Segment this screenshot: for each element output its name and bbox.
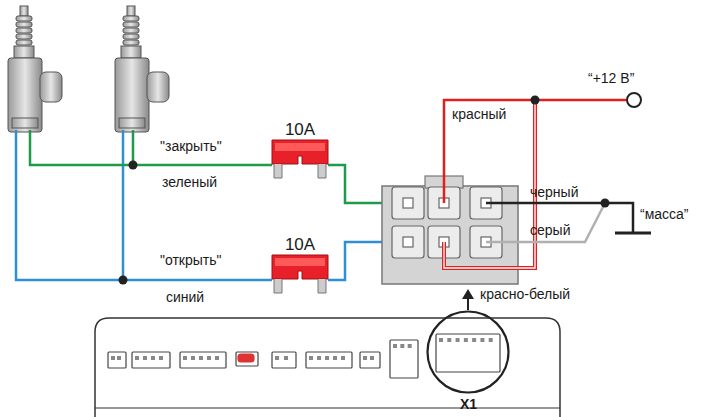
signal-name: "открыть" [160,252,222,269]
terminal-label: “+12 В” [588,70,634,87]
unit-connector [360,352,380,368]
unit-connector [306,352,352,368]
unit-connector [108,352,126,368]
wire-color: зеленый [162,174,217,191]
power-terminal: “+12 В” [588,70,634,87]
unit-connector [180,352,226,368]
connector-pin [392,187,424,219]
fuse-body [268,253,332,295]
unit-connector [390,340,418,378]
wire-color: черный [530,184,578,201]
connector-name: X1 [460,396,477,413]
door-lock-actuator [8,6,62,132]
fuse-body [268,138,332,180]
signal-name: "закрыть" [160,138,222,155]
unit-connector [132,352,170,368]
fuse-rating: 10A [268,236,332,253]
unit-connector [436,334,500,372]
fuse: 10A [268,236,332,295]
ground-symbol: “масса” [640,206,689,223]
wire-color: синий [166,289,204,306]
callout-circle [426,310,510,394]
fuse-rating: 10A [268,121,332,138]
door-lock-actuator [115,6,169,132]
connector-pin [392,226,424,258]
terminal-label: “масса” [640,206,689,223]
unit-connector [272,352,296,368]
fuse: 10A [268,121,332,180]
wire-color: красно-белый [480,286,570,303]
unit-connector [236,352,258,366]
wire-color: красный [452,106,506,123]
wire-color: серый [530,222,570,239]
connector-callout-circle: X1 [426,310,510,394]
